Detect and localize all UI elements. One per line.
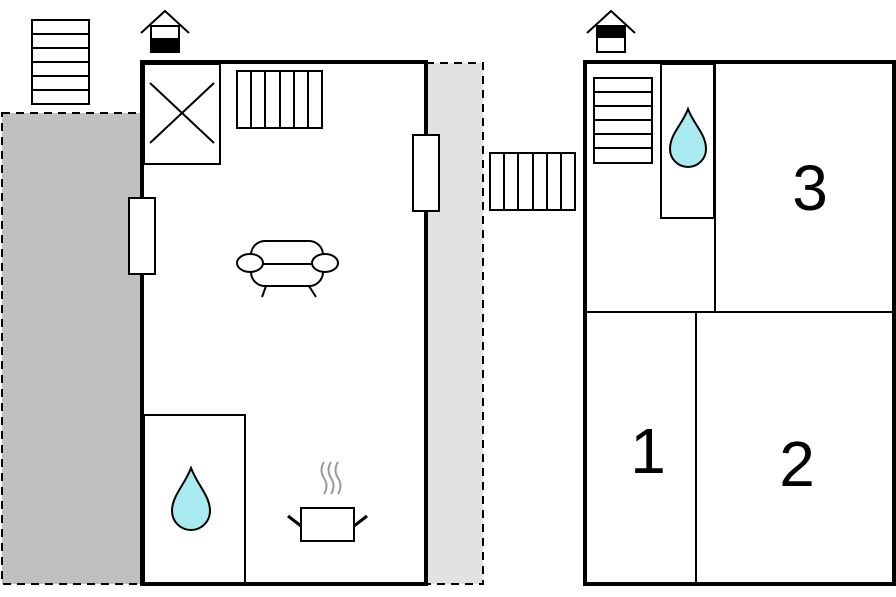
outdoor-stairs-icon xyxy=(31,19,90,105)
water-drop-icon xyxy=(170,465,212,531)
house-upper-floor-icon xyxy=(586,9,636,53)
door-right-icon xyxy=(412,134,440,212)
terrace-left xyxy=(1,112,143,585)
room-label-3: 3 xyxy=(792,152,828,224)
house-ground-floor-icon xyxy=(140,9,190,53)
upper-stairs-icon xyxy=(593,77,653,164)
room-label-1: 1 xyxy=(630,415,666,487)
room-label-2: 2 xyxy=(779,428,815,500)
cooking-pot-icon xyxy=(287,461,368,542)
indoor-stairs-icon xyxy=(236,70,323,129)
water-drop-upper-icon xyxy=(668,106,708,168)
connecting-stairs-icon xyxy=(489,152,576,211)
fireplace-icon xyxy=(143,63,221,165)
sofa-icon xyxy=(236,240,339,298)
door-left-icon xyxy=(128,197,156,275)
